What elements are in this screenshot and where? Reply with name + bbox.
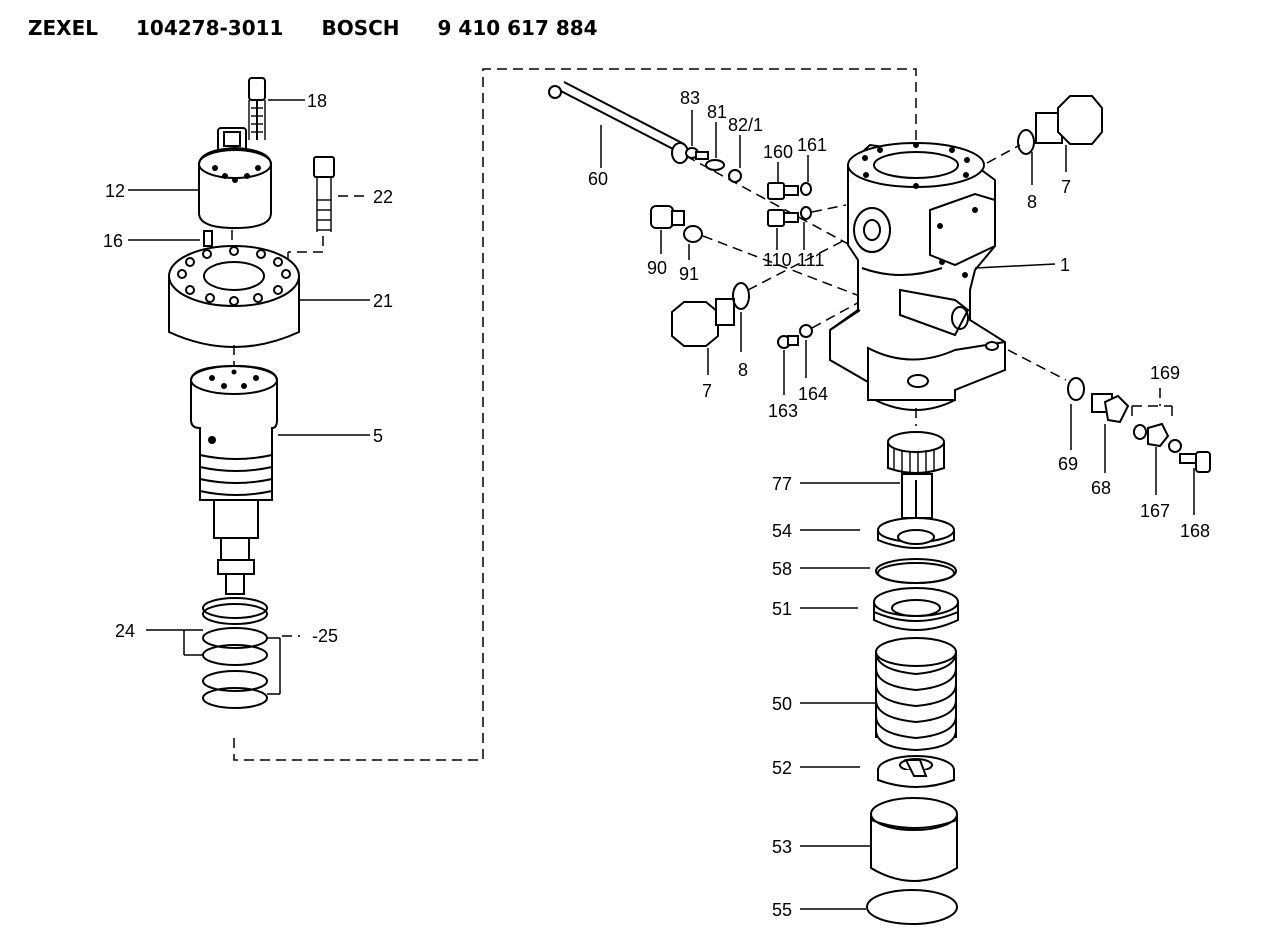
- label-7-upper: 7: [1061, 177, 1071, 197]
- part-58-snap-ring: [875, 558, 957, 584]
- zexel-part-number: 104278-3011: [136, 16, 284, 40]
- part-163-164: [777, 324, 813, 349]
- diagram-header: ZEXEL 104278-3011 BOSCH 9 410 617 884: [28, 16, 636, 40]
- label-22: 22: [373, 187, 393, 207]
- label-16: 16: [103, 231, 123, 251]
- part-77-control-sleeve: [887, 431, 945, 519]
- part-69-68-167-168: [1067, 377, 1211, 473]
- label-82-1: 82/1: [728, 115, 763, 135]
- label-163: 163: [768, 401, 798, 421]
- part-52-lower-spring-seat: [877, 755, 955, 788]
- part-5-plunger-barrel: [190, 364, 278, 595]
- part-7-8-plug-lower: [671, 282, 750, 347]
- label-18: 18: [307, 91, 327, 111]
- label-54: 54: [772, 521, 792, 541]
- label-21: 21: [373, 291, 393, 311]
- label-167: 167: [1140, 501, 1170, 521]
- bosch-part-number: 9 410 617 884: [437, 16, 598, 40]
- label-160: 160: [763, 142, 793, 162]
- label-164: 164: [798, 384, 828, 404]
- part-7-8-plug-upper: [1017, 95, 1103, 155]
- label-168: 168: [1180, 521, 1210, 541]
- label-7-lower: 7: [702, 381, 712, 401]
- part-55-ring: [866, 889, 958, 925]
- label-25: -25: [312, 626, 338, 646]
- label-8-upper: 8: [1027, 192, 1037, 212]
- part-1-pump-housing: [829, 142, 1006, 411]
- label-12: 12: [105, 181, 125, 201]
- label-50: 50: [772, 694, 792, 714]
- brand-bosch: BOSCH: [321, 16, 400, 40]
- label-91: 91: [679, 264, 699, 284]
- label-69: 69: [1058, 454, 1078, 474]
- label-52: 52: [772, 758, 792, 778]
- part-50-plunger-spring: [875, 637, 957, 752]
- label-169: 169: [1150, 363, 1180, 383]
- part-21-flange: [168, 245, 300, 348]
- label-77: 77: [772, 474, 792, 494]
- part-16-pin: [203, 230, 213, 247]
- part-12-valve-holder: [198, 127, 272, 230]
- label-58: 58: [772, 559, 792, 579]
- label-24: 24: [115, 621, 135, 641]
- part-53-tappet: [870, 797, 958, 882]
- label-51: 51: [772, 599, 792, 619]
- label-1: 1: [1060, 255, 1070, 275]
- part-18-bolt: [248, 77, 266, 140]
- label-8-lower: 8: [738, 360, 748, 380]
- label-161: 161: [797, 135, 827, 155]
- label-90: 90: [647, 258, 667, 278]
- label-111: 111: [797, 250, 824, 270]
- label-68: 68: [1091, 478, 1111, 498]
- part-24-25-rings: [202, 597, 268, 709]
- label-110: 110: [763, 250, 792, 270]
- label-60: 60: [588, 169, 608, 189]
- label-81: 81: [707, 102, 727, 122]
- label-53: 53: [772, 837, 792, 857]
- part-110-111: [767, 206, 812, 227]
- part-22-bolt: [313, 156, 335, 232]
- part-60-rod: [548, 81, 689, 164]
- part-90-91: [650, 205, 703, 243]
- label-83: 83: [680, 88, 700, 108]
- part-54-spring-seat: [877, 517, 955, 549]
- part-160-161: [767, 182, 812, 200]
- label-5: 5: [373, 426, 383, 446]
- part-51-upper-spring-seat: [873, 587, 959, 631]
- brand-zexel: ZEXEL: [28, 16, 98, 40]
- label-55: 55: [772, 900, 792, 920]
- part-83-81-82-small-parts: [685, 147, 742, 183]
